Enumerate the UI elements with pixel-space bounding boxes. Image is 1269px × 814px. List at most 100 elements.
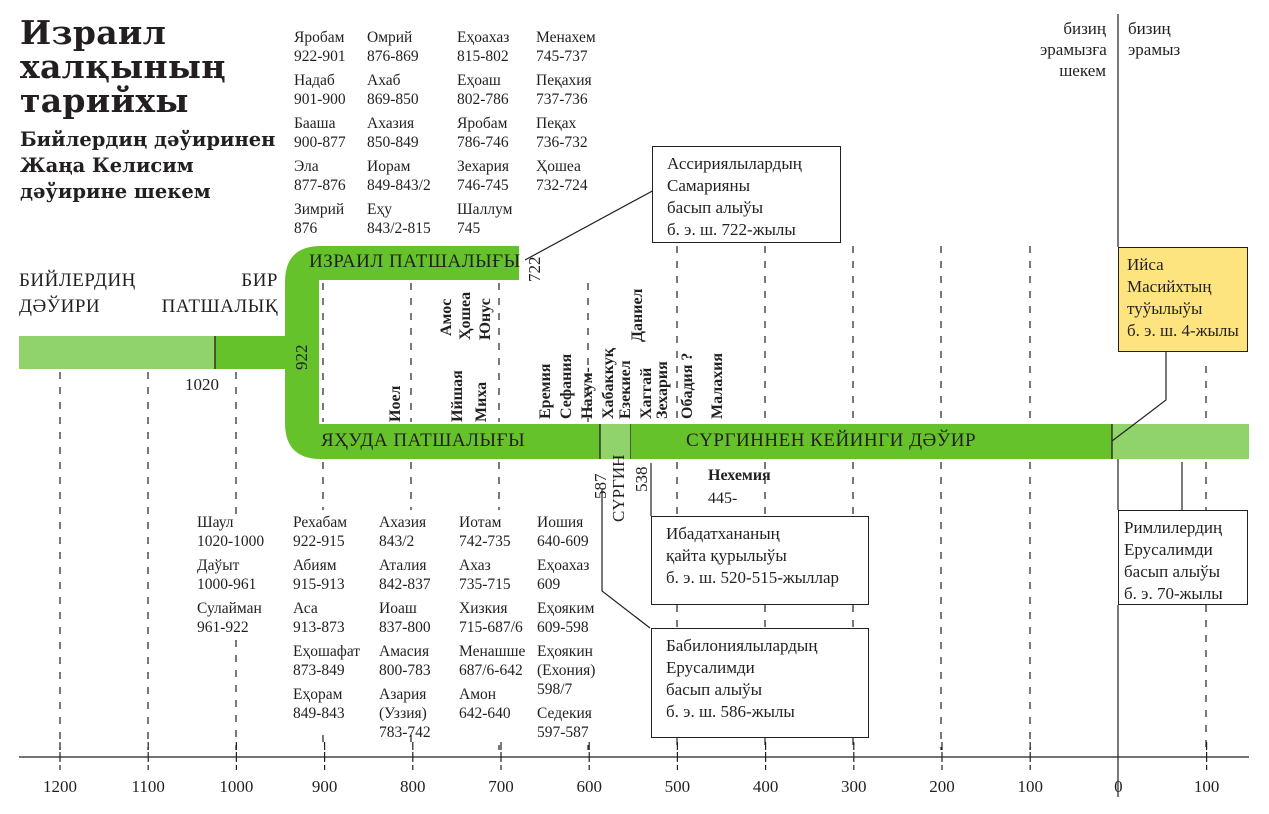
- judah-king: Еҳояким 609-598: [537, 599, 594, 637]
- axis-tick-label: 100: [1017, 777, 1043, 796]
- king-years: 815-802: [457, 48, 509, 65]
- king-years: 746-745: [457, 177, 509, 194]
- king-name: Яробам: [457, 115, 508, 132]
- king-years: 900-877: [294, 134, 346, 151]
- king-years: 915-913: [293, 576, 345, 593]
- king-name: Еҳу: [367, 201, 392, 218]
- prophet-malachi: Малахия: [709, 352, 726, 419]
- axis-tick-label: 200: [929, 777, 955, 796]
- king-years: 842-837: [379, 576, 431, 593]
- king-name: Омрий: [367, 29, 413, 46]
- axis-tick-label: 0: [1114, 777, 1123, 796]
- israel-king: Еҳоахаз 815-802: [457, 28, 509, 66]
- united-kingdom-bar: [215, 336, 295, 369]
- united-king: Шаул 1020-1000: [197, 513, 264, 551]
- king-years: 837-800: [379, 619, 431, 636]
- king-name: Бааша: [294, 115, 336, 132]
- king-years: 877-876: [294, 177, 346, 194]
- king-years: 687/6-642: [459, 662, 523, 679]
- king-name: Иошия: [537, 514, 584, 531]
- king-years: 745: [457, 220, 481, 237]
- judah-king: Еҳоякин(Ехония)598/7: [537, 642, 595, 699]
- king-name: Иоаш: [379, 600, 417, 617]
- judah-kingdom-label: ЯҲУДА ПАТШАЛЫҒЫ: [321, 430, 526, 451]
- king-years: 869-850: [367, 91, 419, 108]
- king-name: Еҳоахаз: [457, 29, 510, 46]
- king-years: 737-736: [536, 91, 588, 108]
- judah-king: Азария(Уззия)783-742: [379, 685, 431, 742]
- king-name: Еҳорам: [293, 686, 343, 703]
- judah-king: Хизкия 715-687/6: [459, 599, 523, 637]
- marker-1020: 1020: [185, 375, 219, 394]
- axis-tick-label: 700: [488, 777, 514, 796]
- axis-tick-label: 300: [841, 777, 867, 796]
- king-years: 876: [294, 220, 318, 237]
- king-name: Хизкия: [459, 600, 508, 617]
- king-years: 609-598: [537, 619, 589, 636]
- king-years: 745-737: [536, 48, 588, 65]
- king-name: Иотам: [459, 514, 502, 531]
- king-name: Ахазия: [367, 115, 415, 132]
- judges-era-bar: [19, 336, 215, 369]
- king-name: Абиям: [293, 557, 337, 574]
- king-name: Еҳоякин: [537, 643, 593, 660]
- divided-kingdom-bar: [285, 246, 600, 459]
- king-name: Аталия: [379, 557, 427, 574]
- king-name: Пеқахия: [536, 72, 592, 89]
- marker-538: 538: [632, 466, 651, 493]
- axis-tick-label: 400: [752, 777, 779, 796]
- king-name: Ҳошеа: [536, 158, 581, 175]
- prophet-jeremiah: Еремия: [537, 363, 554, 419]
- nt-era-bar: [1112, 424, 1249, 459]
- king-years: 1020-1000: [197, 533, 265, 550]
- king-years: 736-732: [536, 134, 588, 151]
- king-name: Шаул: [197, 514, 234, 531]
- axis-tick-label: 1200: [43, 777, 77, 796]
- king-years: 843/2: [379, 533, 415, 550]
- israel-king: Еҳу 843/2-815: [367, 200, 431, 238]
- prophet-micah: Миха: [473, 381, 490, 422]
- prophet-nahum: Нахум-: [579, 367, 596, 419]
- king-name: Амон: [459, 686, 497, 703]
- israel-king: Пеқахия 737-736: [536, 71, 592, 109]
- judah-king: Абиям 915-913: [293, 556, 345, 594]
- king-name: Надаб: [294, 72, 335, 89]
- king-name: Сулайман: [197, 600, 262, 617]
- king-years: 732-724: [536, 177, 588, 194]
- king-name: Менашше: [459, 643, 526, 660]
- israel-king: Бааша 900-877: [294, 114, 346, 152]
- israel-king: Яробам 786-746: [457, 114, 509, 152]
- king-name: Рехабам: [293, 514, 348, 531]
- king-years: 715-687/6: [459, 619, 523, 636]
- king-name: Иорам: [367, 158, 411, 175]
- israel-king: Ҳошеа 732-724: [536, 157, 588, 195]
- king-years: 873-849: [293, 662, 345, 679]
- king-years: 843/2-815: [367, 220, 431, 237]
- king-name: Еҳояким: [537, 600, 595, 617]
- king-years: 786-746: [457, 134, 509, 151]
- king-years: 735-715: [459, 576, 511, 593]
- king-years: 598/7: [537, 681, 573, 698]
- post-exile-bar: [631, 424, 1112, 459]
- prophet-nehemiah: Нехемия: [708, 467, 771, 484]
- king-years: 783-742: [379, 724, 431, 741]
- king-name: Менахем: [536, 29, 596, 46]
